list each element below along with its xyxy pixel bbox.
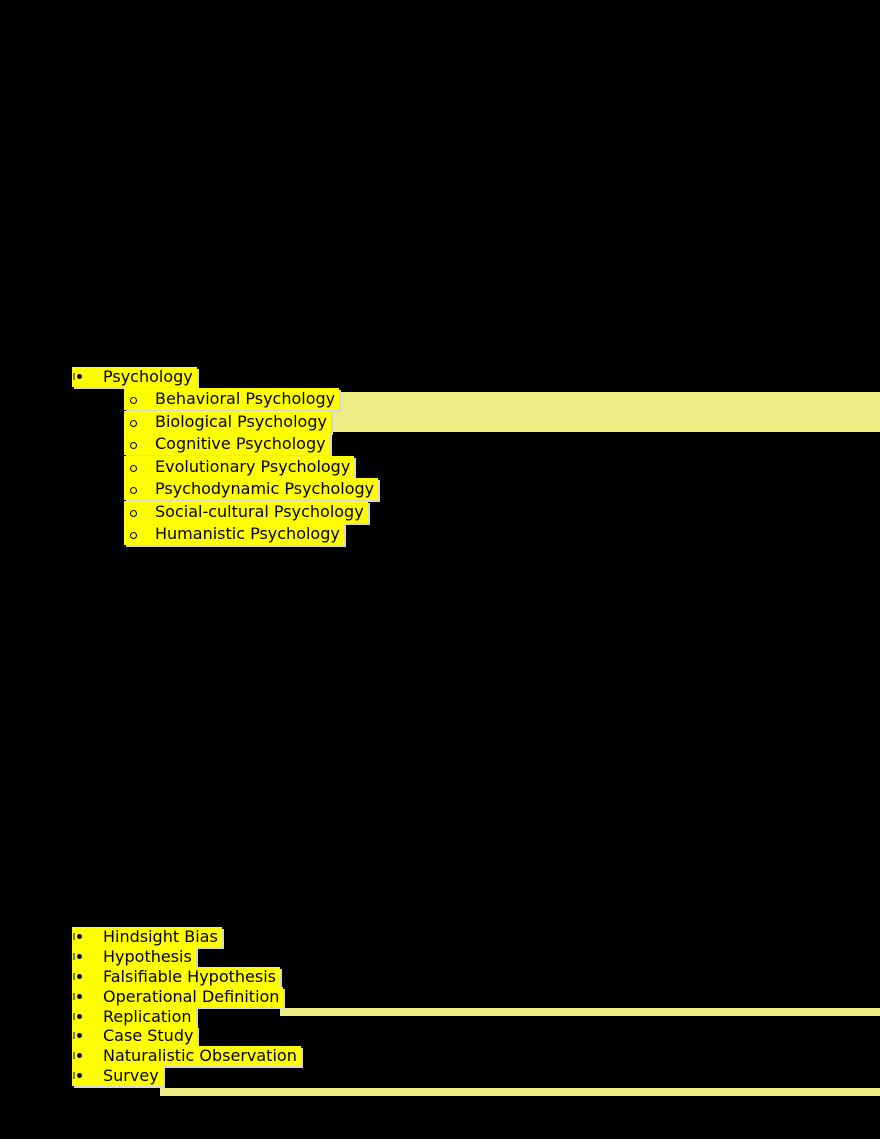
highlighted-text: Evolutionary Psychology [124,455,355,478]
highlighted-text: Cognitive Psychology [124,433,330,455]
list-item[interactable]: Behavioral Psychology [124,388,378,411]
list-item-label: Naturalistic Observation [103,1046,297,1066]
circle-bullet-icon [124,433,155,455]
highlighted-text: Humanistic Psychology [124,523,344,545]
circle-bullet-icon [124,456,155,478]
list-item-label: Biological Psychology [155,411,327,431]
highlight-band [280,1008,880,1016]
highlighted-text: Behavioral Psychology [124,388,340,410]
list-item-label: Psychology [103,367,193,386]
list-item-label: Hypothesis [103,946,192,966]
circle-bullet-icon [124,478,155,500]
psychology-subfields-list: Behavioral Psychology Biological Psychol… [124,388,379,546]
list-item-label: Psychodynamic Psychology [155,479,375,498]
research-terms-list: Hindsight Bias Hypothesis Falsifiable Hy… [72,927,301,1087]
list-item-label: Social-cultural Psychology [155,501,364,521]
list-item-label: Case Study [103,1026,194,1046]
list-item-psychology[interactable]: Psychology Behavioral Psychology Biologi… [72,367,379,545]
list-item[interactable]: Falsifiable Hypothesis [72,966,301,987]
circle-bullet-icon [124,501,155,523]
list-item[interactable]: Psychodynamic Psychology [124,478,379,501]
highlighted-text: Biological Psychology [124,410,331,433]
list-item-label: Falsifiable Hypothesis [103,966,276,986]
highlighted-text: Social-cultural Psychology [124,500,368,523]
highlighted-text: Case Study [72,1026,198,1047]
psychology-outline: Psychology Behavioral Psychology Biologi… [72,367,379,545]
list-item[interactable]: Social-cultural Psychology [124,500,378,524]
highlighted-text: Hypothesis [72,946,196,967]
list-item[interactable]: Case Study [72,1026,301,1047]
list-item[interactable]: Cognitive Psychology [124,433,378,456]
list-item[interactable]: Replication [72,1006,301,1027]
list-item-label: Cognitive Psychology [155,434,326,453]
list-item-label: Evolutionary Psychology [155,456,351,476]
list-item[interactable]: Hypothesis [72,946,301,967]
highlighted-text: Survey [72,1066,163,1087]
circle-bullet-icon [124,411,155,433]
list-item[interactable]: Hindsight Bias [72,927,301,947]
highlighted-text: Operational Definition [72,986,284,1007]
highlighted-text: Psychodynamic Psychology [124,478,379,500]
list-item[interactable]: Humanistic Psychology [124,523,378,546]
list-item-label: Humanistic Psychology [155,524,340,543]
highlighted-text: Replication [72,1006,196,1027]
list-item[interactable]: Naturalistic Observation [72,1046,301,1067]
list-item-label: Hindsight Bias [103,927,218,946]
list-item[interactable]: Evolutionary Psychology [124,455,378,479]
list-item[interactable]: Biological Psychology [124,410,378,434]
list-item-label: Behavioral Psychology [155,389,336,408]
list-item-label: Replication [103,1006,192,1026]
highlighted-text: Naturalistic Observation [72,1046,301,1067]
circle-bullet-icon [124,523,155,545]
list-item-label: Operational Definition [103,986,280,1006]
list-item-label: Survey [103,1066,159,1086]
list-item[interactable]: Operational Definition [72,986,301,1007]
highlighted-text: Psychology [72,367,197,387]
highlight-band [330,392,880,432]
highlighted-text: Falsifiable Hypothesis [72,966,280,987]
highlighted-text: Hindsight Bias [72,927,222,947]
list-item[interactable]: Survey [72,1066,301,1087]
highlight-band [160,1088,880,1096]
circle-bullet-icon [124,388,155,410]
